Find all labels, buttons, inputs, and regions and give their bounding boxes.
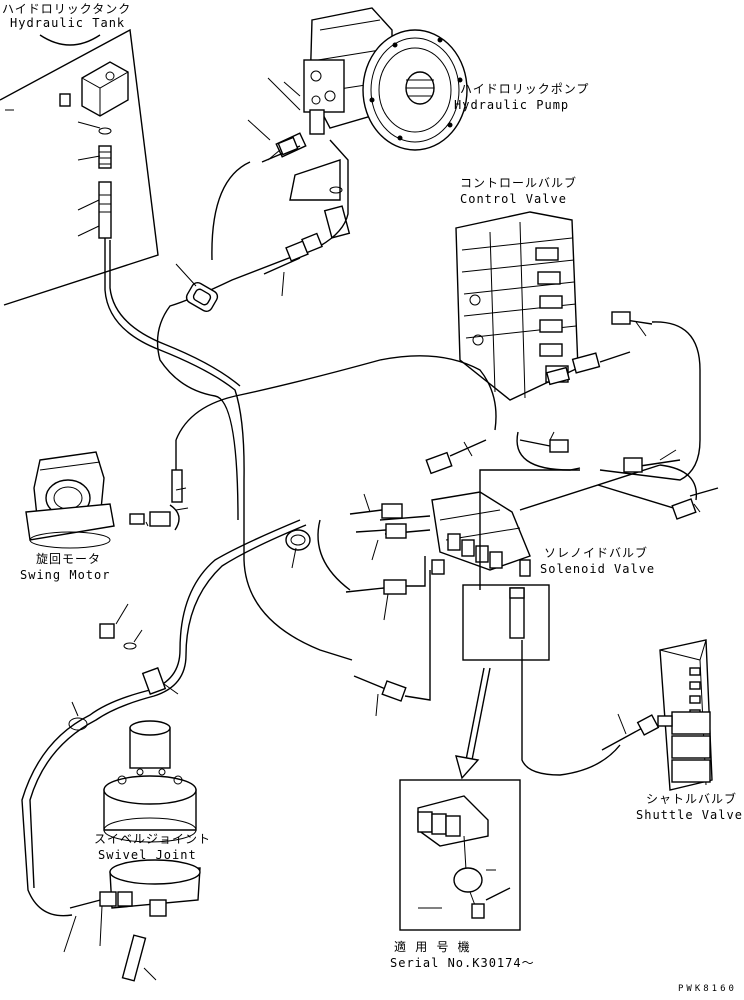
swivel-joint bbox=[103, 720, 201, 982]
detail-view bbox=[417, 795, 511, 919]
swing-motor bbox=[25, 451, 183, 549]
hydraulic-pump-label-en: Hydraulic Pump bbox=[454, 98, 570, 112]
hydraulic-tank-label-en: Hydraulic Tank bbox=[10, 16, 126, 30]
hydraulic-tank-label-jp: ハイドロリックタンク bbox=[2, 2, 132, 16]
swivel-joint-label-en: Swivel Joint bbox=[98, 848, 197, 862]
solenoid-valve-label-en: Solenoid Valve bbox=[540, 562, 656, 576]
shuttle-valve bbox=[657, 639, 713, 791]
hydraulic-pump-label-jp: ハイドロリックポンプ bbox=[460, 82, 590, 96]
solenoid-valve-label-jp: ソレノイドバルブ bbox=[544, 546, 649, 560]
swivel-joint-label-jp: スイベルジョイント bbox=[94, 832, 212, 846]
serial-number-label: Serial No.K30174～ bbox=[390, 956, 535, 970]
hose-fittings bbox=[68, 136, 719, 909]
control-valve-label-en: Control Valve bbox=[460, 192, 567, 206]
leader-lines bbox=[63, 77, 701, 981]
shuttle-valve-label-en: Shuttle Valve bbox=[636, 808, 743, 822]
swing-motor-label-jp: 旋回モータ bbox=[36, 552, 102, 566]
drawing-code: PWK8160 bbox=[678, 984, 737, 994]
detail-frames bbox=[399, 584, 550, 931]
solenoid-valve bbox=[431, 491, 531, 577]
hydraulic-tank bbox=[0, 28, 159, 306]
shuttle-valve-label-jp: シャトルバルブ bbox=[646, 792, 738, 806]
hydraulic-pump bbox=[275, 7, 468, 239]
control-valve-label-jp: コントロールバルブ bbox=[460, 176, 578, 190]
swing-motor-label-en: Swing Motor bbox=[20, 568, 111, 582]
applicable-serial-label-jp: 適 用 号 機 bbox=[394, 940, 471, 954]
